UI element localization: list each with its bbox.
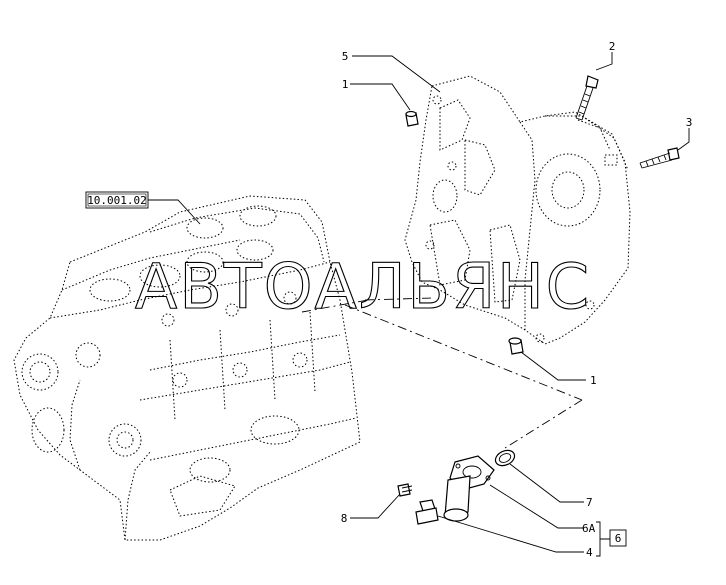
callout-2: 2	[609, 40, 616, 53]
callout-labels: 5 1 2 3 1 7 6A 4 8 6	[341, 40, 693, 559]
screw-8	[397, 483, 413, 497]
reference-box-label: 10.001.02	[87, 194, 147, 207]
callout-5: 5	[342, 50, 349, 63]
callout-7: 7	[586, 496, 593, 509]
callout-1-top: 1	[342, 78, 349, 91]
assembly-lines	[301, 297, 583, 449]
callout-8: 8	[341, 512, 348, 525]
callout-4: 4	[586, 546, 593, 559]
bolt-3	[639, 147, 680, 169]
bolt-2	[575, 75, 599, 121]
callout-3: 3	[686, 116, 693, 129]
reference-box: 10.001.02	[85, 191, 149, 209]
o-ring-7	[494, 449, 516, 467]
plug-4	[415, 499, 439, 525]
callout-6a: 6A	[582, 522, 596, 535]
leader-lines	[148, 52, 690, 557]
dowel-1-top	[405, 110, 419, 127]
tube-6a	[443, 455, 495, 522]
engine-block	[13, 195, 361, 541]
timing-cover	[404, 75, 631, 345]
callout-1-bottom: 1	[590, 374, 597, 387]
dowel-1-bottom	[508, 337, 524, 355]
callout-6: 6	[615, 532, 622, 545]
watermark: АВТОАЛЬЯНС	[135, 250, 591, 323]
